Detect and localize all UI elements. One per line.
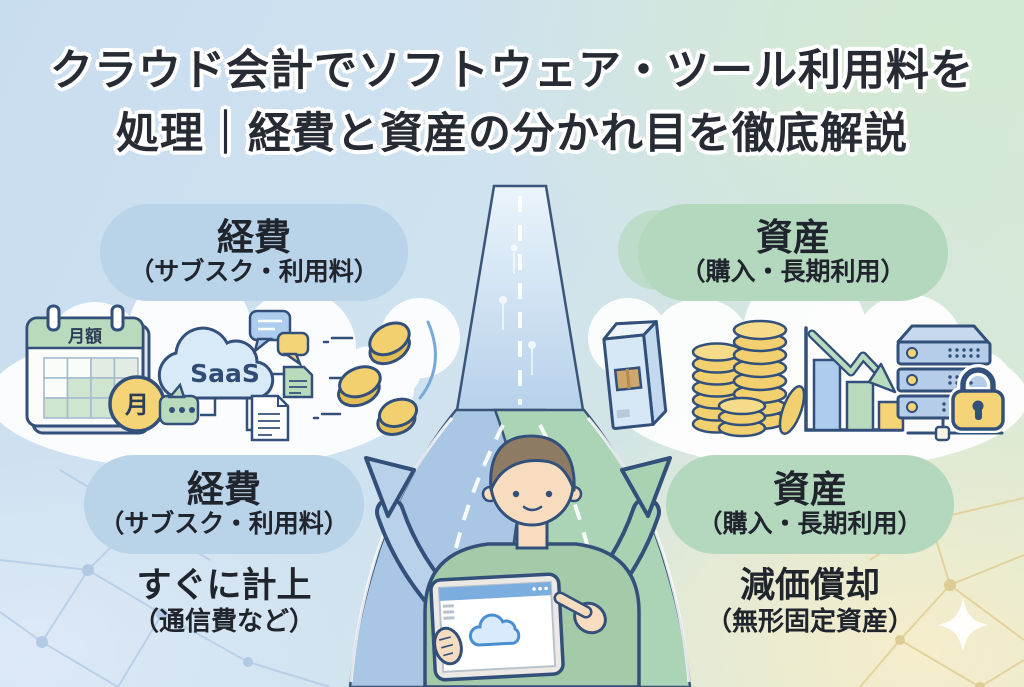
asset-pill-top-sublabel: （購入・長期利用） [680, 257, 906, 287]
tablet-cloud-icon [468, 613, 521, 647]
software-box-icon [602, 320, 668, 430]
title-line-2: 処理｜経費と資産の分かれ目を徹底解説 [116, 109, 908, 160]
chat-bubble-dots-icon [158, 382, 200, 426]
document-green-icon [282, 365, 314, 399]
person-pointing-hand [553, 591, 607, 635]
expense-pill-top-sublabel: （サブスク・利用料） [129, 257, 379, 287]
asset-pill-bottom-label: 資産 [773, 467, 847, 511]
expense-pill-bottom: 経費 （サブスク・利用料） [84, 455, 364, 554]
declining-chart-icon [804, 326, 905, 432]
saas-label: SaaS [190, 359, 260, 388]
page-title: クラウド会計でソフトウェア・ツール利用料を 処理｜経費と資産の分かれ目を徹底解説 [0, 40, 1024, 166]
calendar-header-label: 月額 [67, 326, 102, 347]
asset-treatment: 減価償却 [739, 566, 880, 606]
person-with-tablet [423, 434, 641, 687]
expense-pill-bottom-label: 経費 [187, 467, 261, 511]
chat-bubble-blue-icon [248, 309, 292, 355]
coin-stack-icon [691, 319, 806, 438]
asset-treatment-note: （無形固定資産） [705, 607, 914, 638]
sparkle-icon [938, 598, 988, 652]
expense-treatment-text: すぐに計上 （通信費など） [84, 566, 364, 640]
server-lock-icon [896, 324, 1007, 442]
calendar-icon: 月額 月 [25, 304, 166, 435]
calendar-month-badge-label: 月 [124, 391, 149, 419]
expense-pill-top-label: 経費 [217, 215, 291, 259]
asset-pill-top: 資産 （購入・長期利用） [638, 204, 948, 301]
person-hair [489, 434, 576, 492]
title-line-1: クラウド会計でソフトウェア・ツール利用料を [50, 46, 974, 96]
padlock-icon [949, 364, 1007, 433]
expense-treatment: すぐに計上 [136, 566, 312, 606]
chat-bubble-yellow-icon [276, 331, 310, 368]
road-digital-dots [499, 244, 536, 375]
tablet [429, 572, 565, 682]
saas-cloud-icon: SaaS [157, 309, 314, 442]
expense-pill-bottom-sublabel: （サブスク・利用料） [99, 509, 349, 539]
person-left-hand [433, 626, 463, 666]
asset-pill-bottom: 資産 （購入・長期利用） [666, 455, 954, 554]
expense-treatment-note: （通信費など） [132, 607, 315, 638]
asset-treatment-text: 減価償却 （無形固定資産） [666, 566, 954, 640]
asset-pill-bottom-sublabel: （購入・長期利用） [697, 509, 923, 539]
expense-pill-top: 経費 （サブスク・利用料） [100, 204, 408, 301]
down-trend-arrow-icon [807, 329, 897, 394]
document-white-icon [250, 394, 290, 442]
flying-coins-icon [312, 320, 438, 436]
asset-pill-top-label: 資産 [756, 215, 830, 259]
tablet-window-titlebar [438, 582, 552, 601]
